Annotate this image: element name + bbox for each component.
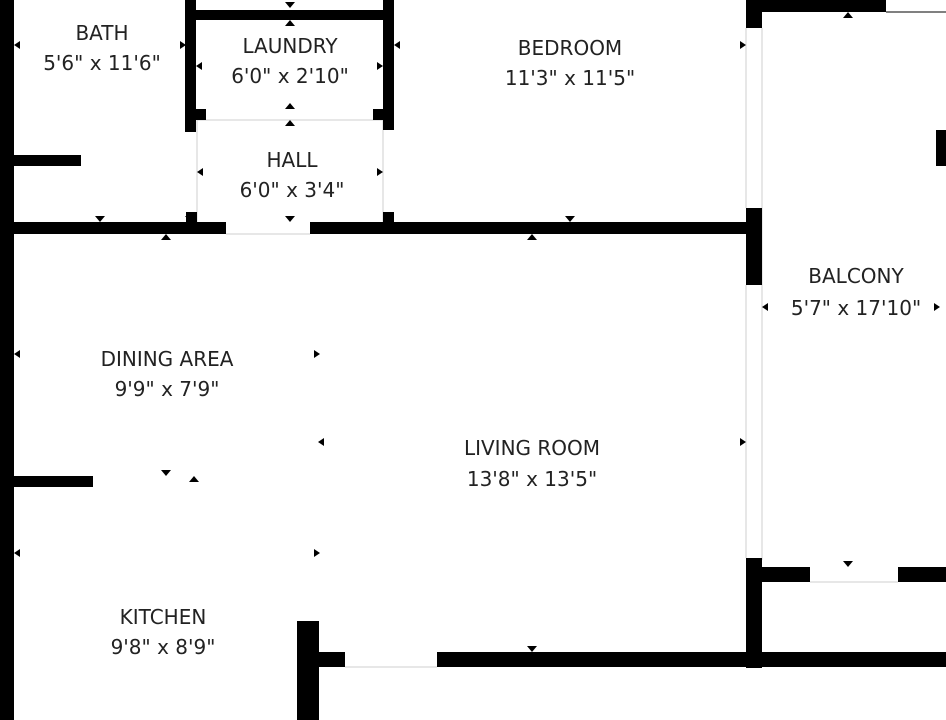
room-label-balcony: BALCONY 5'7" x 17'10" bbox=[791, 264, 921, 320]
wall-balcony-edge bbox=[936, 130, 946, 166]
room-name: KITCHEN bbox=[120, 605, 207, 629]
room-dimensions: 5'6" x 11'6" bbox=[43, 51, 161, 75]
wall-central-right bbox=[310, 222, 762, 234]
room-dimensions: 6'0" x 3'4" bbox=[240, 178, 345, 202]
room-label-kitchen: KITCHEN 9'8" x 8'9" bbox=[111, 605, 216, 659]
room-label-hall: HALL 6'0" x 3'4" bbox=[240, 148, 345, 202]
room-name: LAUNDRY bbox=[242, 34, 338, 58]
thin-lines bbox=[196, 11, 946, 668]
wall-balcony-bottom-right bbox=[898, 567, 946, 582]
wall-left-upper bbox=[0, 0, 14, 222]
wall-balcony-bottom-left bbox=[762, 567, 810, 582]
wall-laundry-bottom-left bbox=[196, 109, 206, 120]
room-dimensions: 6'0" x 2'10" bbox=[231, 64, 349, 88]
room-dimensions: 13'8" x 13'5" bbox=[467, 467, 597, 491]
wall-laundry-bottom-right bbox=[373, 109, 383, 120]
room-dimensions: 9'9" x 7'9" bbox=[115, 377, 220, 401]
room-dimensions: 11'3" x 11'5" bbox=[505, 66, 635, 90]
wall-bedroom-right-top bbox=[746, 0, 762, 28]
room-dimensions: 9'8" x 8'9" bbox=[111, 635, 216, 659]
room-name: BEDROOM bbox=[518, 36, 622, 60]
wall-bath-stub bbox=[14, 155, 81, 166]
room-name: LIVING ROOM bbox=[464, 436, 600, 460]
wall-living-right-lower bbox=[746, 558, 762, 668]
room-dimensions: 5'7" x 17'10" bbox=[791, 296, 921, 320]
room-name: BATH bbox=[75, 21, 128, 45]
room-name: BALCONY bbox=[808, 264, 904, 288]
room-label-laundry: LAUNDRY 6'0" x 2'10" bbox=[231, 34, 349, 88]
wall-central-left bbox=[14, 222, 226, 234]
wall-bedroom-right-mid bbox=[746, 208, 762, 285]
wall-left-lower bbox=[0, 222, 14, 720]
wall-laundry-right bbox=[383, 0, 394, 130]
wall-hall-right-stub bbox=[383, 212, 394, 222]
wall-laundry-top bbox=[196, 10, 383, 20]
room-name: DINING AREA bbox=[101, 347, 234, 371]
room-label-bath: BATH 5'6" x 11'6" bbox=[43, 21, 161, 75]
room-label-bedroom: BEDROOM 11'3" x 11'5" bbox=[505, 36, 635, 90]
wall-kitchen-stub bbox=[14, 476, 93, 487]
wall-bottom-right bbox=[437, 652, 946, 667]
room-label-living-room: LIVING ROOM 13'8" x 13'5" bbox=[464, 436, 600, 491]
wall-kitchen-right bbox=[297, 621, 319, 720]
room-name: HALL bbox=[266, 148, 318, 172]
room-label-dining-area: DINING AREA 9'9" x 7'9" bbox=[101, 347, 234, 401]
dimension-arrows bbox=[14, 2, 940, 652]
wall-laundry-left bbox=[185, 0, 196, 132]
wall-balcony-top bbox=[762, 0, 886, 12]
